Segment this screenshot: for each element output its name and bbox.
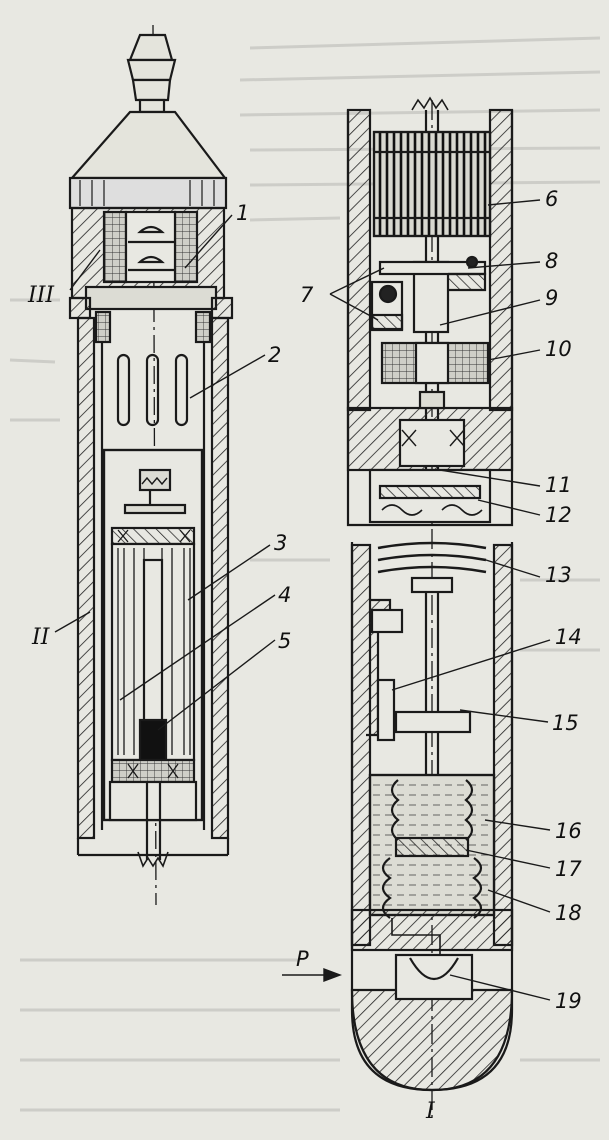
callout-3: 3 bbox=[274, 531, 287, 555]
callout-8: 8 bbox=[545, 249, 558, 273]
leader-lines bbox=[54, 199, 551, 1001]
section-label-ii: II bbox=[31, 625, 51, 650]
callout-2: 2 bbox=[268, 343, 281, 367]
section-label-iii: III bbox=[27, 283, 55, 308]
force-label: P bbox=[296, 947, 309, 971]
callout-13: 13 bbox=[545, 563, 572, 587]
callout-14: 14 bbox=[555, 625, 582, 649]
labels: 1 2 3 4 5 6 7 8 9 10 11 12 13 14 15 16 1… bbox=[27, 187, 582, 1124]
callout-15: 15 bbox=[552, 711, 579, 735]
right-assembly bbox=[346, 96, 514, 1120]
callout-10: 10 bbox=[545, 337, 572, 361]
callout-12: 12 bbox=[545, 503, 572, 527]
callout-6: 6 bbox=[545, 187, 558, 211]
callout-11: 11 bbox=[545, 473, 572, 497]
callout-7: 7 bbox=[300, 283, 314, 307]
callout-4: 4 bbox=[278, 583, 291, 607]
section-label-i: I bbox=[425, 1099, 436, 1124]
callout-9: 9 bbox=[545, 286, 558, 310]
callout-17: 17 bbox=[555, 857, 582, 881]
callout-16: 16 bbox=[555, 819, 582, 843]
callout-18: 18 bbox=[555, 901, 582, 925]
callout-5: 5 bbox=[278, 629, 291, 653]
callout-1: 1 bbox=[236, 201, 249, 225]
left-assembly bbox=[68, 24, 234, 906]
callout-19: 19 bbox=[555, 989, 582, 1013]
